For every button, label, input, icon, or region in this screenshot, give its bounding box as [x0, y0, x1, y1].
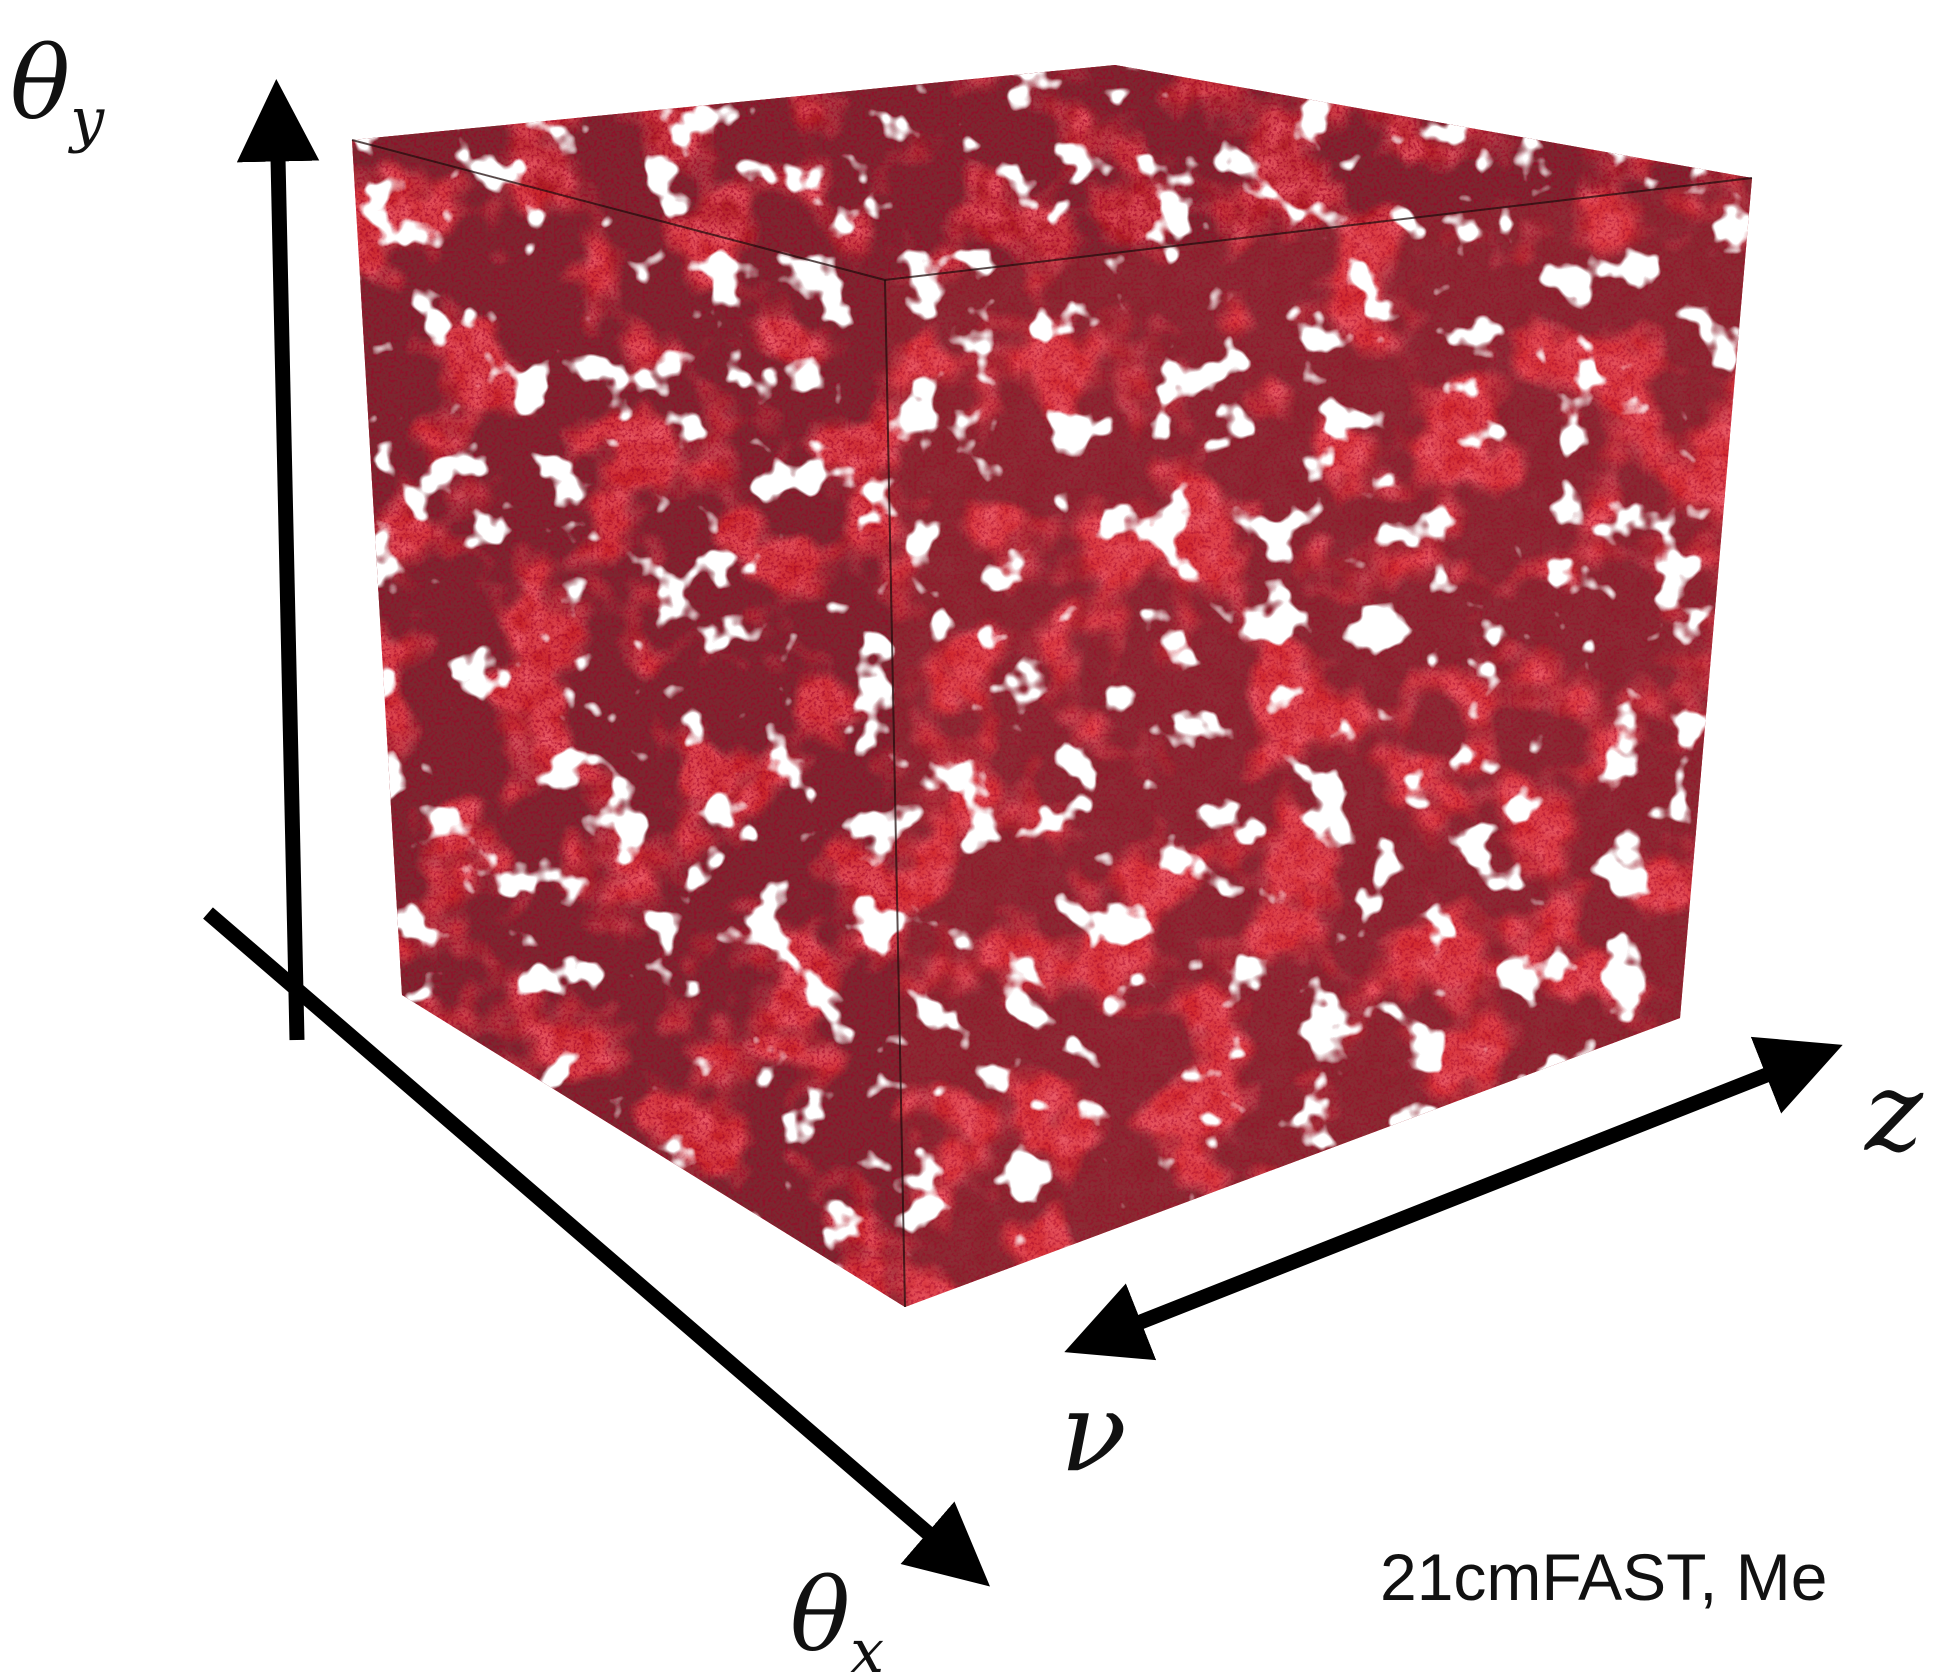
arrow-down-right-icon — [203, 907, 991, 1587]
simulation-cube — [351, 65, 1753, 1308]
double-arrow-icon — [1064, 1036, 1843, 1361]
z-nu-axis — [1064, 1036, 1843, 1361]
theta-y-label: θy — [10, 25, 105, 155]
z-label: z — [1863, 1048, 1924, 1176]
cube-face-right — [885, 178, 1752, 1307]
nu-label: ν — [1060, 1368, 1127, 1496]
theta-x-axis — [203, 907, 991, 1587]
arrow-up-icon — [236, 79, 320, 1041]
cube-face-front — [352, 140, 905, 1307]
theta-x-label: θx — [790, 1557, 884, 1680]
theta-y-axis — [236, 79, 320, 1041]
cube-edges — [351, 139, 1753, 1308]
credit-text: 21cmFAST, Me — [1380, 1540, 1827, 1614]
